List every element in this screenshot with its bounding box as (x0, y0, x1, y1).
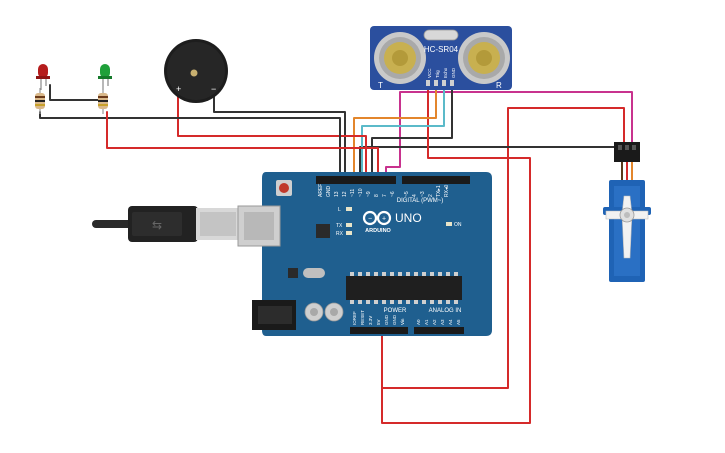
pin-label: AREF (318, 184, 324, 197)
pin-label: A5 (456, 319, 461, 325)
sensor-corner-r: R (496, 81, 502, 90)
piezo-buzzer[interactable]: + − (164, 39, 228, 103)
sensor-pin-labels: VCC Trig Echo GND (427, 67, 456, 78)
arduino-model-label: UNO (395, 211, 422, 225)
digital-header-label: DIGITAL (PWM~) (397, 198, 444, 204)
ultrasonic-sensor[interactable]: HC-SR04 T R VCC Trig Echo GND (370, 26, 512, 90)
atmega-chip (346, 272, 462, 304)
pin-label: 4 (412, 194, 418, 197)
pin-label: ~6 (390, 191, 396, 197)
resistor-red-led[interactable] (35, 88, 45, 114)
sensor-pin-echo-label: Echo (443, 67, 448, 78)
sensor-pin-gnd-label: GND (451, 67, 456, 78)
pin-label: 5V (376, 319, 381, 325)
wire-black-sensor-gnd[interactable] (371, 81, 453, 177)
led-tx-label: TX (336, 223, 343, 229)
pin-label: A0 (416, 319, 421, 325)
pin-label: GND (384, 314, 389, 325)
sensor-transducer-left (374, 32, 426, 84)
wire-black-led-ground[interactable] (39, 111, 341, 177)
servo-connector (614, 142, 640, 162)
arduino-logo: − + (362, 210, 392, 226)
led-green[interactable] (98, 64, 112, 90)
sensor-pin-trig-label: Trig (435, 70, 440, 78)
pin-label: ~5 (404, 191, 410, 197)
wire-red-sensor-vcc[interactable] (381, 81, 531, 424)
usb-icon: ⇆ (152, 218, 162, 232)
power-header-label: POWER (384, 308, 407, 314)
servo-motor[interactable] (603, 142, 651, 282)
usb-chip (316, 224, 330, 238)
svg-text:+: + (382, 216, 386, 223)
wire-cyan-echo[interactable] (361, 81, 445, 177)
pin-label: TX▸1 (436, 185, 442, 197)
analog-header-label: ANALOG IN (429, 308, 462, 314)
sensor-corner-t: T (378, 81, 383, 90)
wire-red-green-led[interactable] (106, 111, 379, 177)
sensor-transducer-right (458, 32, 510, 84)
pin-label: ~9 (366, 191, 372, 197)
pin-label: 3.3V (368, 316, 373, 325)
pin-label: IOREF (352, 311, 357, 325)
usb-cable[interactable]: ⇆ (92, 206, 240, 242)
pin-label: 12 (342, 191, 348, 197)
power-jack (252, 300, 296, 330)
capacitors (304, 302, 344, 322)
pin-label: Vin (400, 318, 405, 325)
buzzer-minus-label: − (211, 84, 216, 94)
led-red[interactable] (36, 64, 50, 90)
pin-label: A3 (440, 319, 445, 325)
pin-label: ~3 (420, 191, 426, 197)
wire-pink-servo-signal[interactable] (385, 91, 633, 177)
servo-horn (605, 195, 649, 259)
wire-red-buzzer-plus[interactable] (177, 92, 367, 177)
power-analog-headers (350, 327, 464, 334)
pin-label: ~10 (358, 188, 364, 197)
pin-label: 13 (334, 191, 340, 197)
resistor-green-led[interactable] (98, 88, 108, 114)
pin-label: ~11 (350, 189, 356, 197)
led-l-label: L (338, 207, 341, 213)
crystal (303, 268, 325, 278)
sensor-pin-header (426, 80, 454, 86)
pin-label: A1 (424, 319, 429, 325)
reset-button[interactable] (276, 180, 292, 196)
pin-label: 2 (428, 194, 434, 197)
svg-text:−: − (368, 216, 372, 223)
wire-black-red-led[interactable] (49, 84, 101, 101)
pin-label: 7 (382, 194, 388, 197)
sensor-pin-vcc-label: VCC (427, 68, 432, 78)
pin-label: RX◂0 (444, 185, 450, 197)
wire-black-buzzer-minus[interactable] (213, 92, 346, 177)
on-label: ON (454, 222, 462, 228)
pin-label: RESET (360, 310, 365, 325)
pin-label: A4 (448, 319, 453, 325)
pin-label: GND (392, 314, 397, 325)
led-rx-label: RX (336, 231, 344, 237)
pin-label: GND (326, 186, 332, 198)
arduino-brand-label: ARDUINO (365, 228, 391, 234)
pin-label: 8 (374, 194, 380, 197)
onboard-leds: L TX RX ON (336, 207, 462, 237)
sensor-model-label: HC-SR04 (424, 45, 459, 54)
pin-label: A2 (432, 319, 437, 325)
wire-black-servo-ground[interactable] (359, 144, 617, 177)
buzzer-plus-label: + (176, 84, 181, 94)
digital-header (316, 176, 470, 184)
